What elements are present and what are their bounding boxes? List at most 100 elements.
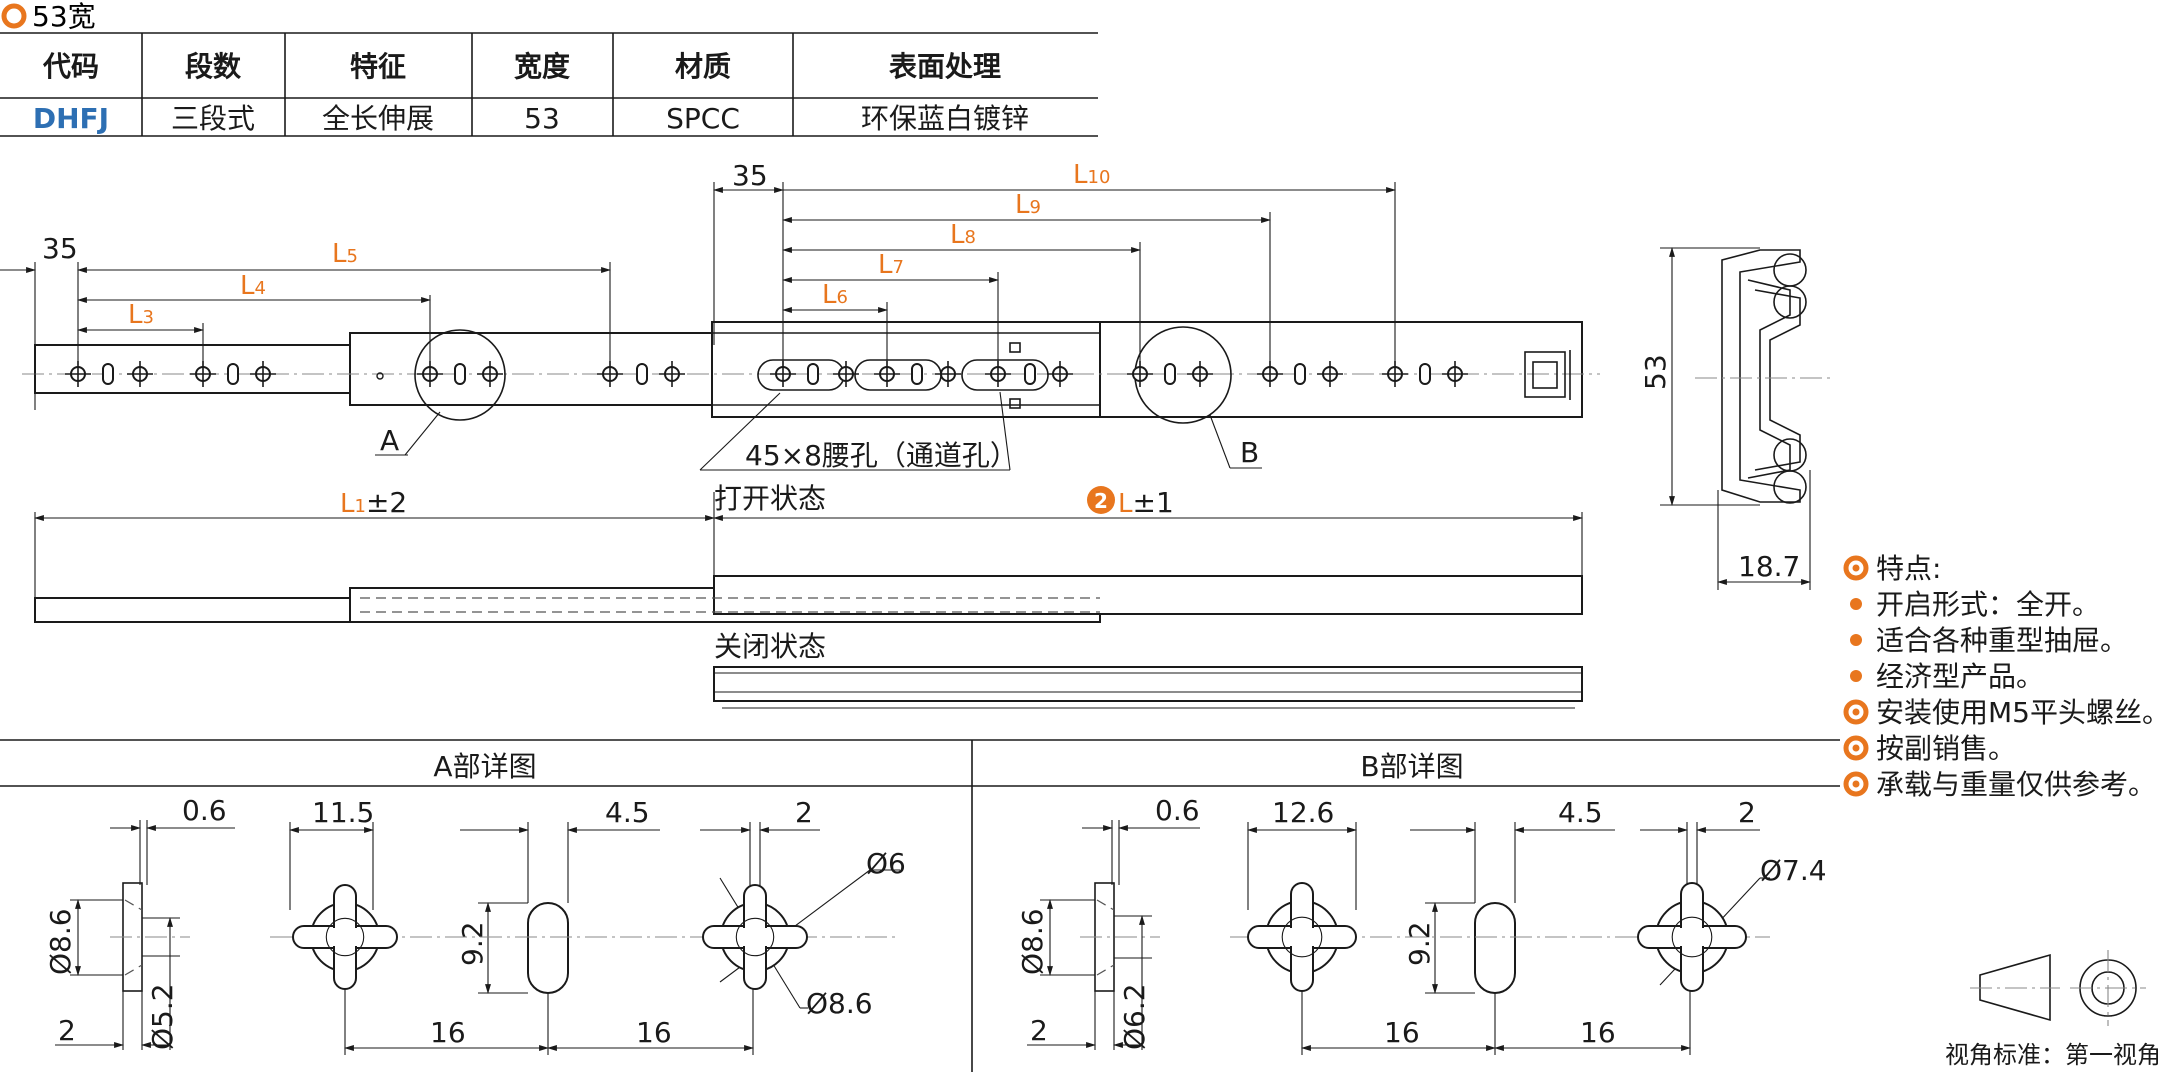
cross-hole-icon xyxy=(127,361,153,387)
features-list: 特点: 开启形式：全开。适合各种重型抽屉。经济型产品。安装使用M5平头螺丝。按副… xyxy=(1843,552,2170,801)
dim-width-18-7: 18.7 xyxy=(1738,550,1800,583)
label-B: B xyxy=(1240,436,1259,469)
dim-B-9-2: 9.2 xyxy=(1403,921,1436,966)
detail-cross-holes xyxy=(292,882,1747,992)
detail-panel: A部详图 B部详图 xyxy=(0,739,1840,1072)
dim-A-11-5: 11.5 xyxy=(312,796,374,829)
feature-text: 按副销售。 xyxy=(1876,732,2016,765)
col-header-width: 宽度 xyxy=(514,50,570,83)
slot-hole-icon xyxy=(807,363,819,385)
dim-B-4-5: 4.5 xyxy=(1558,796,1603,829)
dim-height-53: 53 xyxy=(1639,354,1672,390)
dim-A-2-bot: 2 xyxy=(58,1014,76,1047)
badge-2-text: 2 xyxy=(1094,489,1108,513)
dim-A-2-top: 2 xyxy=(795,796,813,829)
dim-B-phi6-2: Ø6.2 xyxy=(1118,983,1151,1050)
dim-A-16a: 16 xyxy=(430,1016,466,1049)
slot-hole-icon xyxy=(1024,363,1036,385)
dim-A-4-5: 4.5 xyxy=(605,796,650,829)
cross-hole-detail-icon xyxy=(1637,882,1747,992)
feature-item: 经济型产品。 xyxy=(1850,660,2044,693)
dim-L8: L8 xyxy=(950,220,976,250)
bullet-icon xyxy=(1850,634,1862,646)
dim-L5: L5 xyxy=(332,239,358,269)
col-header-feature: 特征 xyxy=(350,50,406,83)
bullet-icon xyxy=(1850,598,1862,610)
mounting-holes xyxy=(65,361,1468,387)
feature-text: 经济型产品。 xyxy=(1876,660,2044,693)
dim-L3: L3 xyxy=(128,300,154,330)
cell-width: 53 xyxy=(524,102,560,135)
cross-hole-icon xyxy=(477,361,503,387)
slide-top-view xyxy=(22,321,1600,424)
ring-icon xyxy=(1843,771,1869,797)
slot-hole-icon xyxy=(911,363,923,385)
cross-hole-icon xyxy=(1442,361,1468,387)
slot-hole-icon xyxy=(454,363,466,385)
closed-state-label: 关闭状态 xyxy=(714,630,826,663)
col-header-stages: 段数 xyxy=(185,50,242,83)
dim-A-16b: 16 xyxy=(636,1016,672,1049)
dim-A-phi5-2: Ø5.2 xyxy=(146,983,179,1050)
detail-B: 0.6 Ø8.6 Ø6.2 2 12.6 9.2 4.5 2 xyxy=(1016,794,1827,1055)
cross-hole-icon xyxy=(65,361,91,387)
open-state-view: 打开状态 L1±2 2 L±1 xyxy=(34,482,1583,623)
slot-hole-icon xyxy=(1294,363,1306,385)
slot-hole-icon xyxy=(102,363,114,385)
cell-finish: 环保蓝白镀锌 xyxy=(861,102,1029,135)
feature-item: 安装使用M5平头螺丝。 xyxy=(1843,696,2170,729)
dim-B-phi8-6-side: Ø8.6 xyxy=(1016,908,1049,975)
feature-text: 承载与重量仅供参考。 xyxy=(1876,768,2156,801)
dim-A-0-6: 0.6 xyxy=(182,794,227,827)
cross-hole-icon xyxy=(1047,361,1073,387)
dim-L6: L6 xyxy=(822,280,848,310)
col-header-code: 代码 xyxy=(42,50,99,83)
cell-code: DHFJ xyxy=(33,102,109,135)
projection-symbol: 视角标准：第一视角 xyxy=(1945,950,2161,1069)
feature-item: 开启形式：全开。 xyxy=(1850,588,2100,621)
feature-item: 承载与重量仅供参考。 xyxy=(1843,768,2156,801)
features-title: 特点: xyxy=(1876,552,1941,585)
label-A: A xyxy=(380,424,399,457)
feature-text: 安装使用M5平头螺丝。 xyxy=(1876,696,2170,729)
cross-hole-icon xyxy=(935,361,961,387)
dim-L4: L4 xyxy=(240,271,266,301)
dim-B-12-6: 12.6 xyxy=(1272,796,1334,829)
slot-note: 45×8腰孔（通道孔） xyxy=(745,439,1018,472)
orange-ring-icon xyxy=(1,3,27,29)
feature-item: 按副销售。 xyxy=(1843,732,2016,765)
dim-L1: L1±2 xyxy=(340,486,407,519)
feature-text: 适合各种重型抽屉。 xyxy=(1876,624,2128,657)
cross-hole-detail-icon xyxy=(1247,882,1357,992)
top-dimensions: 35 L5 L4 L3 35 L10 L9 L8 L7 L6 A xyxy=(0,159,1396,472)
spec-table: 代码 段数 特征 宽度 材质 表面处理 DHFJ 三段式 全长伸展 53 SPC… xyxy=(0,32,1098,137)
feature-item: 适合各种重型抽屉。 xyxy=(1850,624,2128,657)
slot-hole-icon xyxy=(1419,363,1431,385)
detail-B-title: B部详图 xyxy=(1360,750,1463,783)
ring-icon xyxy=(1843,735,1869,761)
col-header-finish: 表面处理 xyxy=(889,50,1001,83)
cross-hole-icon xyxy=(1317,361,1343,387)
slot-hole-icon xyxy=(1164,363,1176,385)
col-header-material: 材质 xyxy=(675,50,731,83)
bullet-icon xyxy=(1850,670,1862,682)
cell-material: SPCC xyxy=(666,102,740,135)
slot-hole-icon xyxy=(227,363,239,385)
closed-state-view: 关闭状态 xyxy=(713,630,1583,709)
cross-hole-icon xyxy=(833,361,859,387)
dim-A-phi6: Ø6 xyxy=(866,847,906,880)
end-view: 53 18.7 xyxy=(1639,247,1830,590)
badge-2-icon xyxy=(1087,486,1115,514)
dim-L9: L9 xyxy=(1015,190,1041,220)
page-title: 53宽 xyxy=(32,0,96,33)
ring-icon xyxy=(1843,555,1869,581)
cross-hole-detail-icon xyxy=(292,884,398,990)
dim-L: L±1 xyxy=(1118,486,1174,519)
dim-B-2-top: 2 xyxy=(1738,796,1756,829)
detail-A-title: A部详图 xyxy=(433,750,536,783)
title-row: 53宽 xyxy=(1,0,96,33)
cell-feature: 全长伸展 xyxy=(322,102,434,135)
slot-hole-icon xyxy=(636,363,648,385)
dim-A-9-2: 9.2 xyxy=(456,921,489,966)
